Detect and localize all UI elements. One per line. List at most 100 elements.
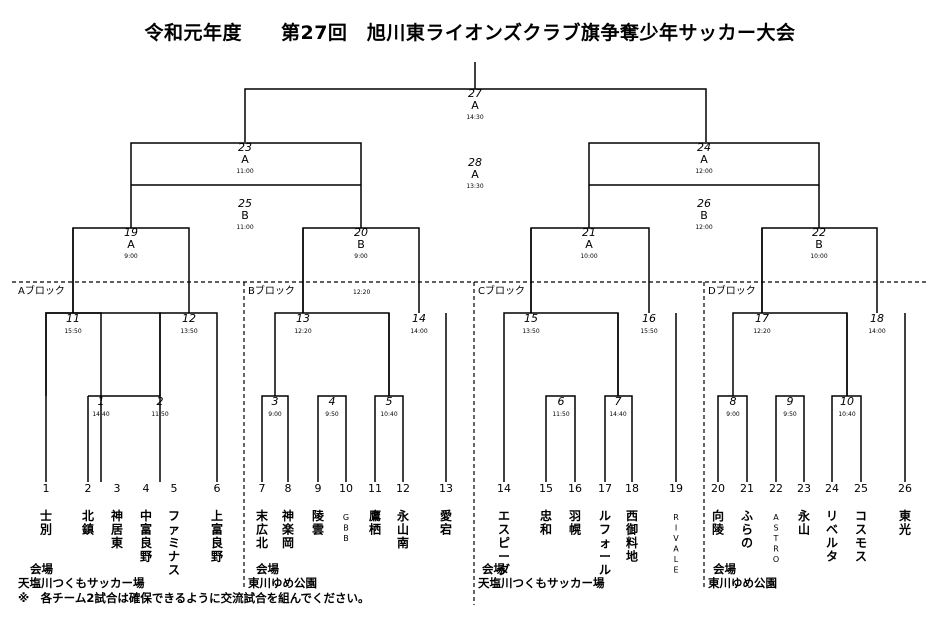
match-time: 11:00: [236, 168, 253, 175]
match-time: 12:20: [753, 328, 770, 335]
match-time: 14:00: [868, 328, 885, 335]
match-number: 14: [412, 312, 426, 325]
team-name-char: 神: [282, 508, 294, 523]
team-name-char: 野: [140, 550, 152, 564]
match-time: 10:00: [580, 253, 597, 260]
team-number: 7: [259, 482, 266, 495]
team-name-char: O: [773, 555, 779, 564]
match-court: B: [700, 209, 708, 222]
team-name-char: ス: [168, 563, 180, 577]
match-time: 9:50: [783, 411, 797, 418]
match-number: 2: [157, 395, 164, 408]
team-number: 26: [898, 482, 912, 495]
venue-place-d: 東川ゆめ公園: [708, 576, 777, 590]
match-time: 11:00: [236, 224, 253, 231]
team-name-char: A: [673, 545, 679, 554]
match-time: 10:00: [810, 253, 827, 260]
match-number: 6: [558, 395, 565, 408]
match-time: 11:50: [151, 411, 168, 418]
match-court: A: [700, 153, 708, 166]
team-name-char: 西: [626, 509, 638, 523]
match-time: 9:50: [325, 411, 339, 418]
team-name-char: 幌: [569, 522, 581, 537]
tournament-title: 令和元年度 第27回 旭川東ライオンズクラブ旗争奪少年サッカー大会: [144, 22, 796, 44]
team-name-char: B: [343, 524, 349, 533]
team-number: 11: [368, 482, 382, 495]
team-name-char: フ: [168, 509, 180, 523]
team-name-char: ナ: [168, 550, 180, 564]
team-name-char: 南: [397, 535, 409, 550]
team-name-char: V: [673, 534, 679, 543]
team-number: 25: [854, 482, 868, 495]
team-name-char: 雲: [312, 523, 324, 537]
team-name-char: ー: [599, 550, 611, 564]
team-name-char: 上: [211, 508, 223, 523]
team-number: 20: [711, 482, 725, 495]
match-15-16-line: [503, 312, 619, 396]
team-name-char: フ: [599, 523, 611, 537]
team-name-char: 別: [39, 523, 52, 537]
match-number: 11: [66, 312, 80, 325]
match-court: A: [585, 238, 593, 251]
match-court: B: [815, 238, 823, 251]
match-5-line: [374, 395, 404, 482]
team-number: 14: [497, 482, 511, 495]
team-name-char: 神: [111, 508, 123, 523]
match-time: 14:40: [609, 411, 626, 418]
venue-label-c: 会場: [482, 562, 505, 576]
block-label: Cブロック: [478, 284, 525, 297]
match-number: 8: [730, 395, 737, 408]
team-name-char: ー: [498, 550, 510, 564]
match-11-12-left-line: [45, 312, 161, 396]
match-9-line: [775, 395, 805, 482]
team-name-char: コ: [855, 509, 867, 523]
team-name-char: 山: [798, 522, 810, 537]
match-10-line: [831, 395, 862, 482]
venue-label-d: 会場: [713, 562, 736, 576]
team-name-char: 末: [256, 508, 269, 523]
match-time: 9:00: [124, 253, 138, 260]
extra-time: 12:20: [353, 289, 370, 296]
match-time: 12:20: [294, 328, 311, 335]
match-number: 16: [642, 312, 656, 325]
match-time: 15:50: [64, 328, 81, 335]
match-time: 13:30: [466, 183, 483, 190]
team-name-char: R: [673, 513, 679, 522]
match-court: B: [357, 238, 365, 251]
team-name-char: 北: [256, 535, 268, 550]
team-number: 18: [625, 482, 639, 495]
match-1-line: [100, 395, 161, 482]
team-number: 9: [315, 482, 322, 495]
team-name-char: T: [773, 534, 779, 543]
team-name-char: L: [674, 555, 679, 564]
venue-place-c: 天塩川つくもサッカー場: [478, 576, 605, 590]
team-number: 5: [171, 482, 178, 495]
team-name-char: 鎮: [82, 522, 94, 537]
match-number: 5: [386, 395, 393, 408]
match-number: 28: [468, 156, 482, 169]
team-name-char: 良: [211, 535, 223, 550]
team-number: 3: [114, 482, 121, 495]
match-number: 13: [296, 312, 310, 325]
match-court: A: [471, 168, 479, 181]
match-court: B: [241, 209, 249, 222]
match-12-line: [159, 312, 218, 396]
team-number: 13: [439, 482, 453, 495]
team-name-char: 東: [899, 508, 911, 523]
team-name-char: 御: [625, 522, 638, 537]
team-name-char: ダ: [498, 562, 510, 577]
team-name-char: 地: [626, 549, 638, 564]
team-number: 4: [143, 482, 150, 495]
match-number: 19: [124, 226, 138, 239]
block-label: Aブロック: [18, 284, 65, 297]
team-name-char: 羽: [569, 509, 581, 523]
team-name-char: B: [343, 534, 349, 543]
team-name-char: 陵: [712, 522, 725, 537]
team-name-char: 陵: [312, 508, 325, 523]
team-name-char: 中: [140, 508, 152, 523]
team-name-char: タ: [826, 550, 838, 564]
team-number: 17: [598, 482, 612, 495]
team-name-char: 東: [111, 535, 123, 550]
team-name-char: ォ: [599, 536, 611, 550]
